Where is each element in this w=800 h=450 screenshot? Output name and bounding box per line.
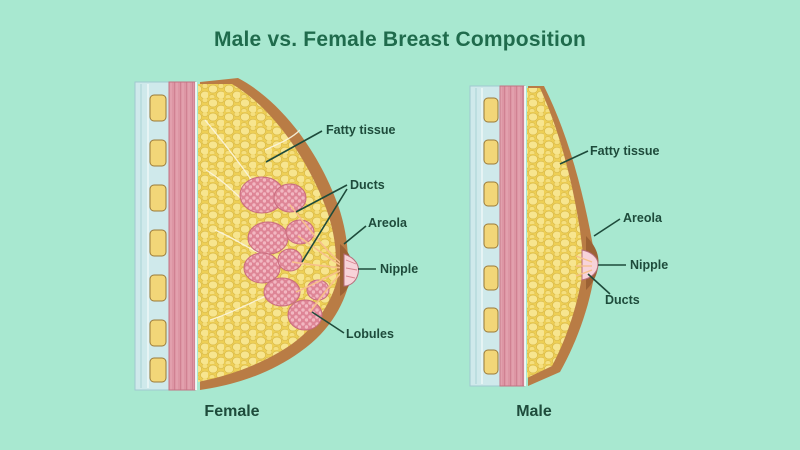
female-label-nipple: Nipple	[380, 262, 418, 276]
male-label-areola: Areola	[623, 211, 663, 225]
male-label-fatty-tissue: Fatty tissue	[590, 144, 660, 158]
female-caption: Female	[204, 403, 259, 420]
male-annotations: Fatty tissue Areola Nipple Ducts Male	[516, 144, 668, 420]
female-label-fatty-tissue: Fatty tissue	[326, 123, 396, 137]
female-breast-figure	[134, 78, 359, 391]
male-caption: Male	[516, 403, 552, 420]
female-label-lobules: Lobules	[346, 327, 394, 341]
diagram-title: Male vs. Female Breast Composition	[213, 28, 587, 51]
female-label-areola: Areola	[368, 216, 408, 230]
male-ducts	[575, 255, 593, 277]
male-label-ducts: Ducts	[605, 293, 640, 307]
male-pectoral-muscle	[499, 85, 525, 387]
female-label-ducts: Ducts	[350, 178, 385, 192]
male-fatty-tissue-area	[527, 88, 584, 378]
male-rib-cells	[483, 97, 499, 375]
female-rib-cells	[149, 94, 167, 383]
male-breast-figure	[469, 85, 599, 387]
male-label-nipple: Nipple	[630, 258, 668, 272]
female-annotations: Fatty tissue Ducts Areola Nipple Lobules…	[204, 123, 418, 420]
female-pectoral-muscle	[168, 81, 196, 391]
